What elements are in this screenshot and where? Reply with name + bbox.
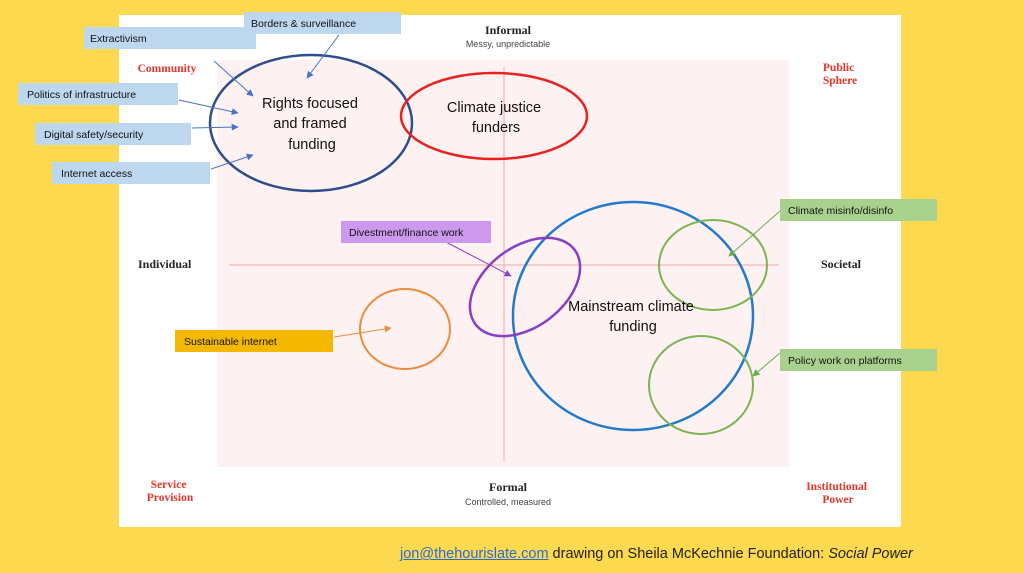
axis-bottom-title: Formal <box>489 480 528 494</box>
tag-politics-box <box>18 83 178 105</box>
ellipse-misinfo <box>658 219 768 311</box>
tag-internet-access-label: Internet access <box>61 168 132 180</box>
corner-top-left: Community <box>138 63 197 75</box>
axis-left-title: Individual <box>138 257 192 271</box>
arrow-extractivism <box>213 60 254 97</box>
arrow-internet-access <box>210 153 254 170</box>
ellipse-policy <box>648 335 754 435</box>
ellipse-climate-justice <box>399 71 589 161</box>
corner-bottom-left: Service Provision <box>147 479 194 504</box>
arrow-politics <box>178 99 239 116</box>
slide-canvas: Informal Messy, unpredictable Formal Con… <box>18 12 937 527</box>
axis-top-title: Informal <box>485 23 532 37</box>
footer-email-link[interactable]: jon@thehourislate.com <box>400 546 549 562</box>
tag-politics: Politics of infrastructure <box>18 83 178 105</box>
arrow-divestment <box>443 240 512 277</box>
tag-internet-access-box <box>52 162 210 184</box>
ellipse-divestment <box>468 236 582 338</box>
ellipse-mainstream <box>511 200 755 432</box>
tag-sustainable-label: Sustainable internet <box>184 336 277 348</box>
tag-misinfo: Climate misinfo/disinfo <box>780 199 937 221</box>
tag-policy: Policy work on platforms <box>780 349 937 371</box>
tag-divestment: Divestment/finance work <box>341 221 491 243</box>
tag-policy-box <box>780 349 937 371</box>
axis-right-title: Societal <box>821 257 862 271</box>
tag-sustainable-box <box>175 330 333 352</box>
ellipse-sustainable <box>359 288 451 370</box>
quadrant-diagram: Informal Messy, unpredictable Formal Con… <box>18 12 937 507</box>
arrow-misinfo <box>728 210 781 257</box>
tag-digital-safety-label: Digital safety/security <box>44 129 144 141</box>
tag-politics-label: Politics of infrastructure <box>27 89 136 101</box>
tag-divestment-box <box>341 221 491 243</box>
arrow-policy <box>752 352 781 377</box>
corner-bottom-right: Institutional Power <box>806 481 870 506</box>
tag-borders-label: Borders & surveillance <box>251 18 356 30</box>
tag-divestment-label: Divestment/finance work <box>349 227 464 239</box>
footer-title: Social Power <box>828 546 913 562</box>
arrow-sustainable <box>333 325 392 338</box>
quadrant-area <box>217 60 789 467</box>
tag-borders-box <box>244 12 401 34</box>
arrow-borders <box>306 34 340 79</box>
tag-misinfo-box <box>780 199 937 221</box>
tag-policy-label: Policy work on platforms <box>788 355 902 367</box>
footer-credit: jon@thehourislate.com drawing on Sheila … <box>400 546 913 562</box>
arrow-digital-safety <box>191 123 239 131</box>
tag-extractivism-label: Extractivism <box>90 33 147 45</box>
tag-borders: Borders & surveillance <box>244 12 401 34</box>
label-rights-focused: Rights focused and framed funding <box>262 96 362 153</box>
axis-bottom-subtitle: Controlled, measured <box>465 497 551 507</box>
tag-digital-safety-box <box>35 123 191 145</box>
axis-top-subtitle: Messy, unpredictable <box>466 39 550 49</box>
footer-text: drawing on Sheila McKechnie Foundation: <box>548 546 829 562</box>
tag-sustainable: Sustainable internet <box>175 330 333 352</box>
tag-extractivism-box <box>84 27 256 49</box>
label-climate-justice: Climate justice funders <box>447 100 545 136</box>
label-mainstream: Mainstream climate funding <box>568 299 698 335</box>
tag-internet-access: Internet access <box>52 162 210 184</box>
tag-misinfo-label: Climate misinfo/disinfo <box>788 205 893 217</box>
ellipse-rights-focused <box>208 53 414 193</box>
corner-top-right: Public Sphere <box>823 62 857 87</box>
tag-digital-safety: Digital safety/security <box>35 123 191 145</box>
tag-extractivism: Extractivism <box>84 27 256 49</box>
